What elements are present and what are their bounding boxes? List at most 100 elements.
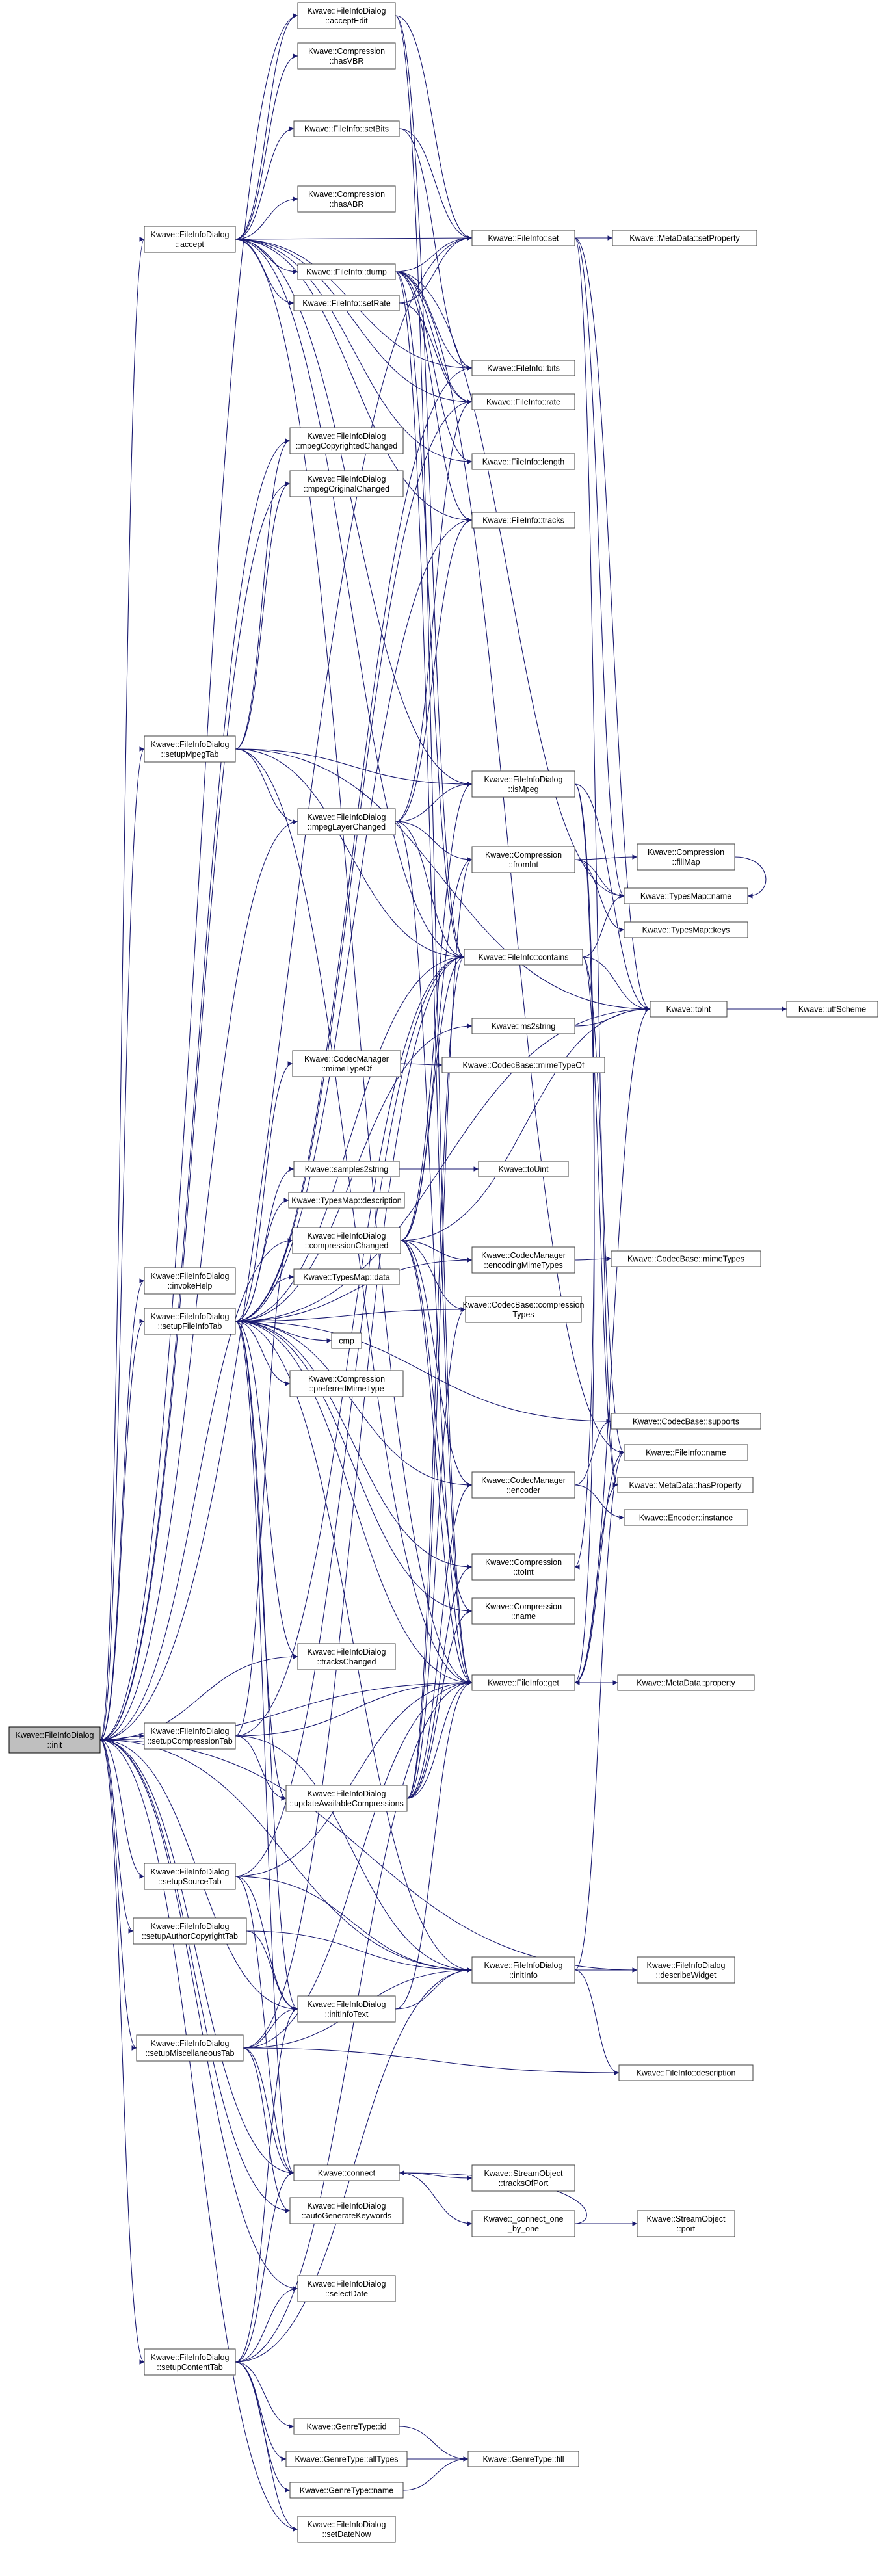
call-edge-setupContentTab-to-selectDate: [235, 2286, 298, 2363]
node-mpegCopyrightedChanged[interactable]: Kwave::FileInfoDialog::mpegCopyrightedCh…: [289, 427, 404, 454]
node-encoder[interactable]: Kwave::CodecManager::encoder: [471, 1471, 575, 1499]
node-compName[interactable]: Kwave::Compression::name: [471, 1597, 575, 1625]
node-toInt[interactable]: Kwave::toInt: [650, 1001, 728, 1018]
node-tracks[interactable]: Kwave::FileInfo::tracks: [471, 512, 575, 529]
node-hasPropertyNode[interactable]: Kwave::MetaData::hasProperty: [617, 1477, 754, 1493]
node-genreId[interactable]: Kwave::GenreType::id: [293, 2418, 400, 2435]
node-label: ::acceptEdit: [325, 16, 368, 25]
node-autoGenerateKeywords[interactable]: Kwave::FileInfoDialog::autoGenerateKeywo…: [289, 2197, 404, 2224]
node-genreAllTypes[interactable]: Kwave::GenreType::allTypes: [285, 2451, 408, 2467]
node-fileInfoDescription[interactable]: Kwave::FileInfo::description: [618, 2064, 754, 2081]
call-edge-init-to-initInfo: [99, 1739, 473, 1973]
node-mimeTypes[interactable]: Kwave::CodecBase::mimeTypes: [611, 1250, 761, 1267]
node-dump[interactable]: Kwave::FileInfo::dump: [297, 263, 396, 280]
node-label: ::hasABR: [330, 200, 364, 209]
node-label: Kwave::GenreType::id: [307, 2423, 387, 2432]
node-box: [624, 887, 748, 904]
node-describeWidget[interactable]: Kwave::FileInfoDialog::describeWidget: [637, 1956, 735, 1984]
node-setProperty[interactable]: Kwave::MetaData::setProperty: [612, 230, 757, 246]
node-connect[interactable]: Kwave::connect: [293, 2164, 400, 2181]
node-rate[interactable]: Kwave::FileInfo::rate: [471, 393, 575, 410]
node-utfScheme[interactable]: Kwave::utfScheme: [786, 1001, 878, 1018]
node-isMpeg[interactable]: Kwave::FileInfoDialog::isMpeg: [471, 770, 575, 798]
call-edge-setupCompressionTab-to-fileInfoGet: [235, 1680, 473, 1737]
node-typesMapName[interactable]: Kwave::TypesMap::name: [624, 887, 748, 904]
node-setBits[interactable]: Kwave::FileInfo::setBits: [293, 120, 400, 137]
node-compressionChanged[interactable]: Kwave::FileInfoDialog::compressionChange…: [292, 1227, 401, 1254]
call-edge-init-to-invokeHelp: [99, 1278, 145, 1741]
node-box: [471, 1553, 575, 1581]
node-setupSourceTab[interactable]: Kwave::FileInfoDialog::setupSourceTab: [144, 1863, 236, 1890]
node-box: [471, 846, 575, 873]
node-tracksChanged[interactable]: Kwave::FileInfoDialog::tracksChanged: [297, 1643, 396, 1670]
call-edge-setupMiscellaneousTab-to-connect: [243, 2047, 295, 2175]
node-port[interactable]: Kwave::StreamObject::port: [637, 2210, 735, 2237]
node-preferredMimeType[interactable]: Kwave::Compression::preferredMimeType: [289, 1370, 404, 1397]
node-label: Kwave::FileInfoDialog: [308, 1231, 386, 1241]
call-edge-init-to-compressionChanged: [99, 1238, 293, 1741]
node-init[interactable]: Kwave::FileInfoDialog::init: [8, 1726, 101, 1754]
node-trackOfPort[interactable]: Kwave::StreamObject::tracksOfPort: [471, 2164, 575, 2192]
node-contains[interactable]: Kwave::FileInfo::contains: [464, 949, 583, 966]
node-acceptEdit[interactable]: Kwave::FileInfoDialog::acceptEdit: [297, 2, 396, 29]
node-fromInt[interactable]: Kwave::Compression::fromInt: [471, 846, 575, 873]
node-toUint[interactable]: Kwave::toUint: [478, 1161, 569, 1177]
node-box: [293, 295, 400, 311]
node-setDateNow[interactable]: Kwave::FileInfoDialog::setDateNow: [297, 2516, 396, 2543]
node-box: [624, 1444, 748, 1461]
node-setupFileInfoTab[interactable]: Kwave::FileInfoDialog::setupFileInfoTab: [144, 1308, 236, 1335]
node-length[interactable]: Kwave::FileInfo::length: [471, 453, 575, 470]
node-hasABR[interactable]: Kwave::Compression::hasABR: [297, 185, 396, 213]
node-hasVBR[interactable]: Kwave::Compression::hasVBR: [297, 42, 396, 70]
node-box: [297, 2516, 396, 2543]
node-box: [331, 1332, 362, 1349]
node-property[interactable]: Kwave::MetaData::property: [617, 1674, 755, 1691]
node-cmp[interactable]: cmp: [331, 1332, 362, 1349]
node-setupMpegTab[interactable]: Kwave::FileInfoDialog::setupMpegTab: [144, 735, 236, 763]
node-initInfo[interactable]: Kwave::FileInfoDialog::initInfo: [471, 1956, 575, 1984]
node-fileInfoGet[interactable]: Kwave::FileInfo::get: [471, 1674, 575, 1691]
node-setupAuthorCopyrightTab[interactable]: Kwave::FileInfoDialog::setupAuthorCopyri…: [133, 1917, 247, 1945]
call-edge-updateAvailableCompressions-to-compName: [406, 1609, 473, 1799]
node-label: ::isMpeg: [508, 785, 538, 794]
node-genreFill[interactable]: Kwave::GenreType::fill: [467, 2451, 579, 2467]
node-invokeHelp[interactable]: Kwave::FileInfoDialog::invokeHelp: [144, 1267, 236, 1295]
node-typesMapData[interactable]: Kwave::TypesMap::data: [293, 1268, 400, 1285]
call-edge-setupSourceTab-to-fileInfoGet: [235, 1680, 473, 1877]
node-fileInfoSet[interactable]: Kwave::FileInfo::set: [471, 230, 575, 246]
node-mpegOriginalChanged[interactable]: Kwave::FileInfoDialog::mpegOriginalChang…: [289, 470, 404, 497]
call-edge-init-to-setupMpegTab: [99, 746, 145, 1741]
node-updateAvailableCompressions[interactable]: Kwave::FileInfoDialog::updateAvailableCo…: [285, 1785, 408, 1812]
call-edge-updateAvailableCompressions-to-compToInt: [406, 1564, 473, 1799]
node-typesMapKeys[interactable]: Kwave::TypesMap::keys: [624, 921, 748, 938]
node-ms2string[interactable]: Kwave::ms2string: [471, 1018, 575, 1034]
node-genreName[interactable]: Kwave::GenreType::name: [289, 2482, 404, 2499]
node-setupCompressionTab[interactable]: Kwave::FileInfoDialog::setupCompressionT…: [144, 1722, 236, 1750]
node-typesMapDescription[interactable]: Kwave::TypesMap::description: [288, 1192, 405, 1209]
node-bits[interactable]: Kwave::FileInfo::bits: [471, 360, 575, 376]
node-supports[interactable]: Kwave::CodecBase::supports: [611, 1413, 761, 1430]
node-codecMimeTypeOf[interactable]: Kwave::CodecBase::mimeTypeOf: [441, 1057, 605, 1073]
call-edge-isMpeg-to-fileInfoGet: [574, 783, 595, 1685]
node-fillMap[interactable]: Kwave::Compression::fillMap: [637, 843, 735, 871]
node-mimeTypeOf[interactable]: Kwave::CodecManager::mimeTypeOf: [292, 1050, 401, 1077]
node-mpegLayerChanged[interactable]: Kwave::FileInfoDialog::mpegLayerChanged: [297, 808, 396, 835]
node-connectOneByOne[interactable]: Kwave::_connect_one_by_one: [471, 2210, 575, 2237]
node-samples2string[interactable]: Kwave::samples2string: [293, 1161, 400, 1177]
node-accept[interactable]: Kwave::FileInfoDialog::accept: [144, 226, 236, 253]
node-encoderInstance[interactable]: Kwave::Encoder::instance: [624, 1509, 748, 1526]
node-setRate[interactable]: Kwave::FileInfo::setRate: [293, 295, 400, 311]
node-label: Kwave::MetaData::property: [637, 1679, 735, 1688]
call-edge-init-to-accept: [99, 237, 145, 1741]
node-initInfoText[interactable]: Kwave::FileInfoDialog::initInfoText: [297, 1995, 396, 2023]
node-label: ::encoder: [506, 1486, 540, 1495]
call-edge-setupSourceTab-to-initInfo: [235, 1876, 473, 1973]
node-setupMiscellaneousTab[interactable]: Kwave::FileInfoDialog::setupMiscellaneou…: [136, 2034, 244, 2062]
node-selectDate[interactable]: Kwave::FileInfoDialog::selectDate: [297, 2275, 396, 2302]
node-fileInfoName[interactable]: Kwave::FileInfo::name: [624, 1444, 748, 1461]
node-encodingMimeTypes[interactable]: Kwave::CodecManager::encodingMimeTypes: [471, 1246, 575, 1274]
node-compToInt[interactable]: Kwave::Compression::toInt: [471, 1553, 575, 1581]
call-edge-encodingMimeTypes-to-mimeTypes: [574, 1256, 612, 1261]
node-setupContentTab[interactable]: Kwave::FileInfoDialog::setupContentTab: [144, 2348, 236, 2376]
